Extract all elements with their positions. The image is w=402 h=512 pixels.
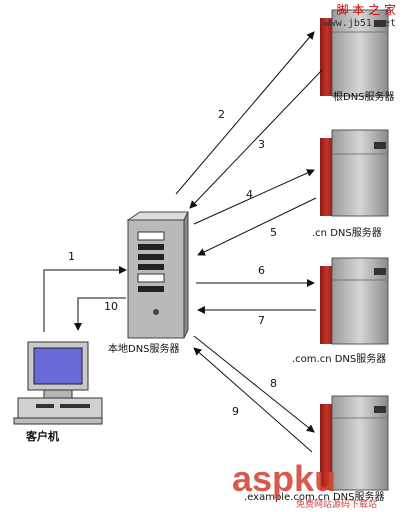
client-computer-icon xyxy=(13,341,103,425)
watermark-top: 脚 本 之 家 www.jb51.net xyxy=(324,4,396,30)
step-9-label: 9 xyxy=(232,405,239,418)
watermark-bottom-sub: 免费网站源码下载站 xyxy=(296,500,378,510)
arrow-9 xyxy=(193,347,313,453)
step-6-label: 6 xyxy=(258,264,265,277)
example-dns-label: .example.com.cn DNS服务器 xyxy=(244,492,385,503)
cn-dns-label: .cn DNS服务器 xyxy=(312,228,382,239)
comcn-server-icon xyxy=(320,257,389,345)
step-8-label: 8 xyxy=(270,377,277,390)
arrow-10 xyxy=(74,297,126,331)
arrow-3 xyxy=(189,69,323,209)
watermark-top-line2: www.jb51.net xyxy=(323,18,396,29)
watermark-brand: asp xyxy=(232,458,295,499)
step-2-label: 2 xyxy=(218,108,225,121)
arrow-2 xyxy=(175,31,315,195)
root-server-icon xyxy=(320,9,389,97)
arrows xyxy=(43,31,323,453)
step-3-label: 3 xyxy=(258,138,265,151)
step-5-label: 5 xyxy=(270,226,277,239)
step-1-label: 1 xyxy=(68,250,75,263)
step-4-label: 4 xyxy=(246,188,253,201)
arrow-4 xyxy=(193,169,315,225)
arrow-8 xyxy=(193,335,315,433)
local-dns-server-icon xyxy=(126,211,189,339)
root-dns-label: 根DNS服务器 xyxy=(333,92,395,103)
client-label: 客户机 xyxy=(26,430,59,443)
example-server-icon xyxy=(320,395,389,491)
watermark-bottom: aspku xyxy=(232,458,336,500)
step-10-label: 10 xyxy=(104,300,118,313)
cn-server-icon xyxy=(320,129,389,217)
local-dns-label: 本地DNS服务器 xyxy=(108,344,180,355)
step-7-label: 7 xyxy=(258,314,265,327)
watermark-top-line1: 脚 本 之 家 xyxy=(336,3,396,17)
watermark-brand2: ku xyxy=(294,458,337,499)
comcn-dns-label: .com.cn DNS服务器 xyxy=(292,354,387,365)
arrow-1 xyxy=(43,266,127,332)
arrow-5 xyxy=(197,197,317,256)
